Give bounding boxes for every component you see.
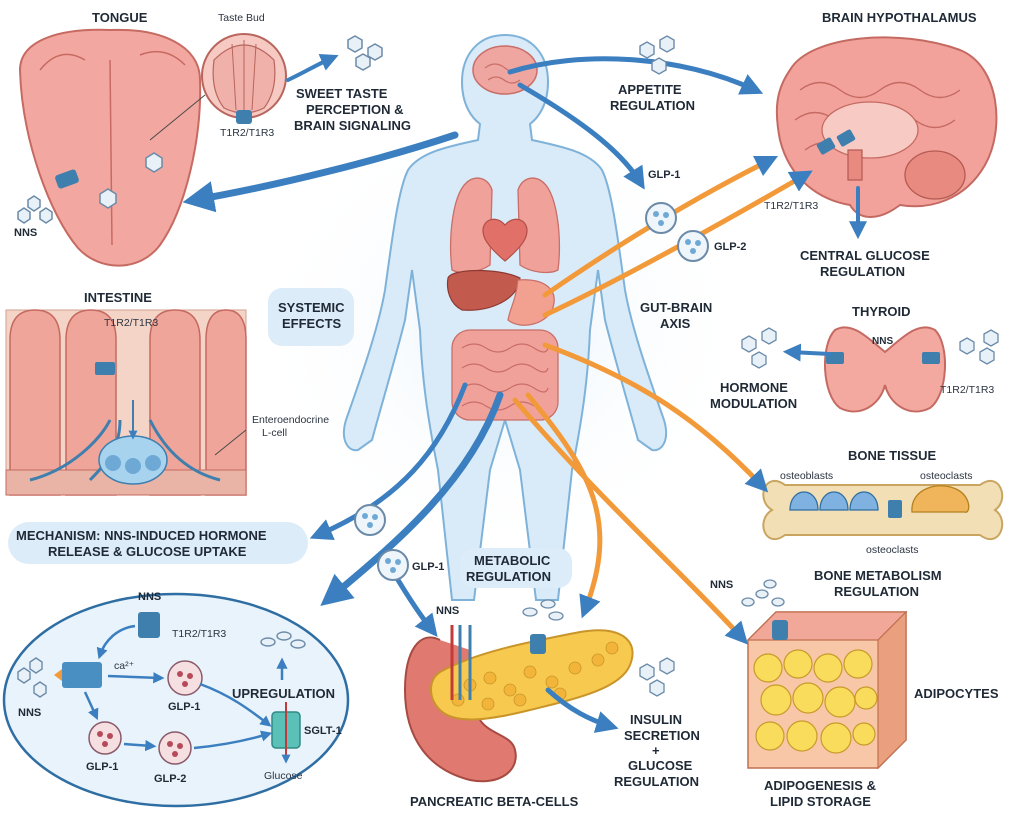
bone-metab-line2: REGULATION — [834, 584, 919, 599]
intestine-title: INTESTINE — [84, 290, 152, 305]
insulin-line4: GLUCOSE — [628, 758, 692, 773]
upregulation-label: UPREGULATION — [232, 686, 335, 701]
insulin-line5: REGULATION — [614, 774, 699, 789]
appetite-line2: REGULATION — [610, 98, 695, 113]
insulin-line1: INSULIN — [630, 712, 682, 727]
brain-panel — [777, 37, 997, 217]
pancreatic-title: PANCREATIC BETA-CELLS — [410, 794, 578, 809]
intestine-panel — [6, 310, 246, 495]
adipogenesis-line2: LIPID STORAGE — [770, 794, 871, 809]
cell-glp1-a-label: GLP-1 — [168, 700, 200, 715]
insulin-line2: SECRETION — [624, 728, 700, 743]
adipose-panel — [742, 580, 906, 768]
sweet-taste-line1: SWEET TASTE — [296, 86, 387, 101]
insulin-line3: + — [652, 743, 660, 758]
hormone-line2: MODULATION — [710, 396, 797, 411]
vesicle-glp1-b-icon — [89, 722, 121, 754]
hormone-line1: HORMONE — [720, 380, 788, 395]
osteoclasts-bottom-label: osteoclasts — [866, 544, 919, 556]
glp1-mid-label: GLP-1 — [412, 560, 444, 575]
cerebellum-icon — [905, 151, 965, 199]
bone-panel — [763, 481, 1002, 539]
intestine-receptor-label: T1R2/T1R3 — [104, 317, 158, 329]
glucose-label: Glucose — [264, 770, 303, 782]
central-glucose-line1: CENTRAL GLUCOSE — [800, 248, 930, 263]
brain-receptor-label: T1R2/T1R3 — [764, 200, 818, 212]
thyroid-title: THYROID — [852, 304, 911, 319]
metabolic-line2: REGULATION — [466, 569, 551, 584]
thyroid-nns-label: NNS — [872, 334, 893, 349]
receptor-icon — [236, 110, 252, 124]
adipocytes-title: ADIPOCYTES — [914, 686, 999, 701]
osteoblasts-label: osteoblasts — [780, 470, 833, 482]
cell-receptor-left-icon — [62, 662, 102, 688]
osteoblasts-icon — [790, 492, 878, 510]
fat-cells-icon — [754, 650, 877, 753]
cell-nns-left-label: NNS — [18, 706, 41, 721]
brain-title: BRAIN HYPOTHALAMUS — [822, 10, 977, 25]
gut-brain-line2: AXIS — [660, 316, 690, 331]
appetite-line1: APPETITE — [618, 82, 682, 97]
vesicle-glp2-icon — [159, 732, 191, 764]
tongue-title: TONGUE — [92, 10, 147, 25]
osteoclasts-top-label: osteoclasts — [920, 470, 973, 482]
molecules-icon — [640, 36, 674, 74]
enteroendocrine-line2: L-cell — [262, 427, 287, 439]
sweet-taste-line2: PERCEPTION & — [306, 102, 404, 117]
thyroid-receptor-label: T1R2/T1R3 — [940, 384, 994, 396]
adipose-receptor-icon — [772, 620, 788, 640]
tongue-nns-label: NNS — [14, 226, 37, 241]
bone-title: BONE TISSUE — [848, 448, 936, 463]
pancreas-nns-label: NNS — [436, 604, 459, 619]
pancreas-receptor-icon — [530, 634, 546, 654]
systemic-line2: EFFECTS — [282, 316, 341, 331]
glp2-top-label: GLP-2 — [714, 240, 746, 255]
cell-receptor-icon — [138, 612, 160, 638]
cell-glp1-b-label: GLP-1 — [86, 760, 118, 775]
metabolic-line1: METABOLIC — [474, 553, 550, 568]
tongue-receptor-label: T1R2/T1R3 — [220, 127, 274, 139]
systemic-line1: SYSTEMIC — [278, 300, 344, 315]
gut-brain-line1: GUT-BRAIN — [640, 300, 712, 315]
sglt1-label: SGLT-1 — [304, 724, 342, 739]
glp1-top-label: GLP-1 — [648, 168, 680, 183]
cell-receptor-label: T1R2/T1R3 — [172, 628, 226, 640]
sweet-taste-line3: BRAIN SIGNALING — [294, 118, 411, 133]
intestines-icon — [452, 330, 558, 420]
mechanism-line2: RELEASE & GLUCOSE UPTAKE — [48, 544, 246, 559]
adipose-nns-label: NNS — [710, 578, 733, 593]
bone-metab-line1: BONE METABOLISM — [814, 568, 942, 583]
cell-ca-label: ca²⁺ — [114, 660, 134, 672]
vesicle-glp1-a-icon — [168, 661, 202, 695]
central-glucose-line2: REGULATION — [820, 264, 905, 279]
intestine-receptor-icon — [95, 362, 115, 375]
pancreas-panel — [405, 600, 674, 781]
cell-nns-top-label: NNS — [138, 590, 161, 605]
adipogenesis-line1: ADIPOGENESIS & — [764, 778, 876, 793]
taste-bud-label: Taste Bud — [218, 12, 265, 24]
thyroid-receptor-right-icon — [922, 352, 940, 364]
enteroendocrine-line1: Enteroendocrine — [252, 414, 329, 426]
mechanism-line1: MECHANISM: NNS-INDUCED HORMONE — [16, 528, 267, 543]
cell-glp2-label: GLP-2 — [154, 772, 186, 787]
